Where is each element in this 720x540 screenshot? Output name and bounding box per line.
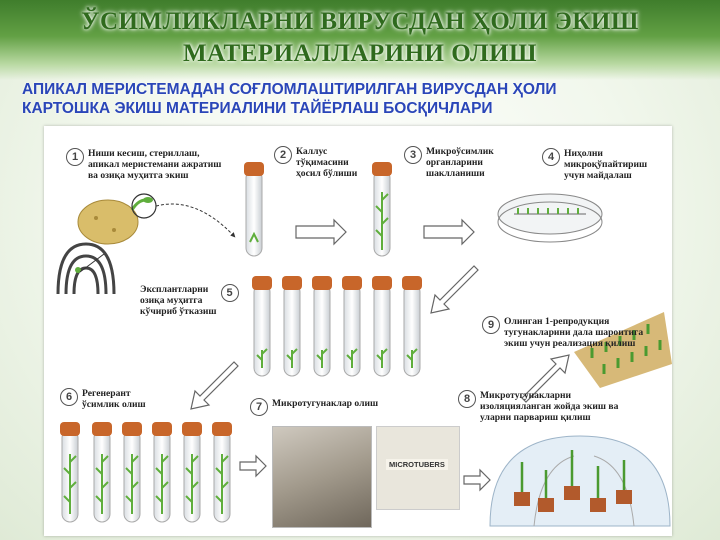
step-label: Эксплантларни озиқа муҳитга кўчириб ўтка… — [140, 284, 217, 317]
field-plants — [574, 312, 672, 388]
step-number: 7 — [250, 398, 268, 416]
subtitle-line-1: АПИКАЛ МЕРИСТЕМАДАН СОҒЛОМЛАШТИРИЛГАН ВИ… — [22, 81, 557, 98]
step-1: 1 Ниши кесиш, стериллаш, апикал меристем… — [66, 148, 221, 181]
microtubers-caption: MICROTUBERS — [386, 459, 448, 470]
greenhouse — [489, 435, 671, 527]
potato-illustration — [77, 193, 236, 245]
arrow-7-8 — [463, 468, 491, 492]
arrow-8-9 — [521, 354, 570, 403]
test-tube-cap — [182, 422, 202, 436]
plantlet — [376, 348, 388, 368]
petri-dish — [497, 193, 603, 243]
step-8: 8 Микротугунакларни изоляцияланган жойда… — [458, 390, 618, 423]
step-number: 1 — [66, 148, 84, 166]
test-tube-cap — [342, 276, 362, 290]
step-2: 2 Каллус тўқимасини ҳосил бўлиши — [274, 146, 357, 179]
arrow-4-5 — [430, 265, 479, 314]
subtitle-line-2: КАРТОШКА ЭКИШ МАТЕРИАЛИНИ ТАЙЁРЛАШ БОСҚИ… — [22, 100, 493, 117]
regenerant-tubes — [60, 422, 232, 523]
test-tube-cap — [402, 276, 422, 290]
test-tube-cap — [372, 276, 392, 290]
plantlet — [215, 454, 229, 514]
step-label: Олинган 1-репродукция тугунакларини дала… — [504, 316, 644, 349]
arrow-2-3 — [295, 218, 347, 246]
arrow-3-4 — [423, 218, 475, 246]
step-6: 6 Регенерант ўсимлик олиш — [60, 388, 146, 410]
title-line-1: ЎСИМЛИКЛАРНИ ВИРУСДАН ҲОЛИ ЭКИШ — [81, 8, 639, 35]
plantlet — [125, 454, 139, 514]
arrow-6-7 — [239, 454, 267, 478]
test-tube-cap — [60, 422, 80, 436]
diagram-illustration — [56, 162, 672, 527]
test-tube-cap — [122, 422, 142, 436]
step-label: Каллус тўқимасини ҳосил бўлиши — [296, 146, 358, 179]
test-tube-callus — [244, 162, 264, 257]
step-label: Регенерант ўсимлик олиш — [82, 388, 146, 410]
step-number: 2 — [274, 146, 292, 164]
step-7: 7 Микротугунаклар олиш — [250, 398, 378, 416]
step-3: 3 Микроўсимлик органларини шаклланиши — [404, 146, 494, 179]
microtuber-bag-photo — [272, 426, 372, 528]
plantlet — [286, 348, 298, 368]
diagram-panel: MICROTUBERS 1 Ниши кесиш, стериллаш, апи… — [44, 126, 672, 536]
explant-tubes — [252, 276, 422, 377]
step-number: 6 — [60, 388, 78, 406]
test-tube-cap — [212, 422, 232, 436]
plantlet — [406, 348, 418, 368]
step-label: Микротугунакларни изоляцияланган жойда э… — [480, 390, 619, 423]
title-band — [0, 0, 720, 80]
plantlet — [185, 454, 199, 514]
plantlet — [155, 454, 169, 514]
page-title: ЎСИМЛИКЛАРНИ ВИРУСДАН ҲОЛИ ЭКИШ МАТЕРИАЛ… — [0, 6, 720, 70]
test-tube-cap — [92, 422, 112, 436]
test-tube-cap — [152, 422, 172, 436]
step-5: Эксплантларни озиқа муҳитга кўчириб ўтка… — [140, 284, 239, 317]
step-number: 5 — [220, 284, 239, 302]
step-number: 4 — [542, 148, 560, 166]
step-number: 9 — [482, 316, 500, 334]
step-9: 9 Олинган 1-репродукция тугунакларини да… — [482, 316, 643, 349]
page-subtitle: АПИКАЛ МЕРИСТЕМАДАН СОҒЛОМЛАШТИРИЛГАН ВИ… — [22, 80, 712, 118]
step-label: Микротугунаклар олиш — [272, 398, 379, 409]
step-label: Ниҳолни микроқўпайтириш учун майдалаш — [564, 148, 648, 181]
step-number: 3 — [404, 146, 422, 164]
step-number: 8 — [458, 390, 476, 408]
test-tube-cap — [282, 276, 302, 290]
meristem-magnified — [56, 242, 116, 295]
step-label: Микроўсимлик органларини шаклланиши — [426, 146, 494, 179]
test-tube-microplant — [372, 162, 392, 257]
plantlet — [256, 348, 268, 368]
step-label: Ниши кесиш, стериллаш, апикал меристеман… — [88, 148, 222, 181]
test-tube-cap — [252, 276, 272, 290]
test-tube-cap — [312, 276, 332, 290]
plantlet — [316, 348, 328, 368]
step-4: 4 Ниҳолни микроқўпайтириш учун майдалаш — [542, 148, 647, 181]
title-line-2: МАТЕРИАЛЛАРИНИ ОЛИШ — [183, 40, 537, 67]
plantlet — [95, 454, 109, 514]
plantlet — [63, 454, 77, 514]
arrow-5-6 — [190, 361, 239, 410]
plantlet — [346, 348, 358, 368]
